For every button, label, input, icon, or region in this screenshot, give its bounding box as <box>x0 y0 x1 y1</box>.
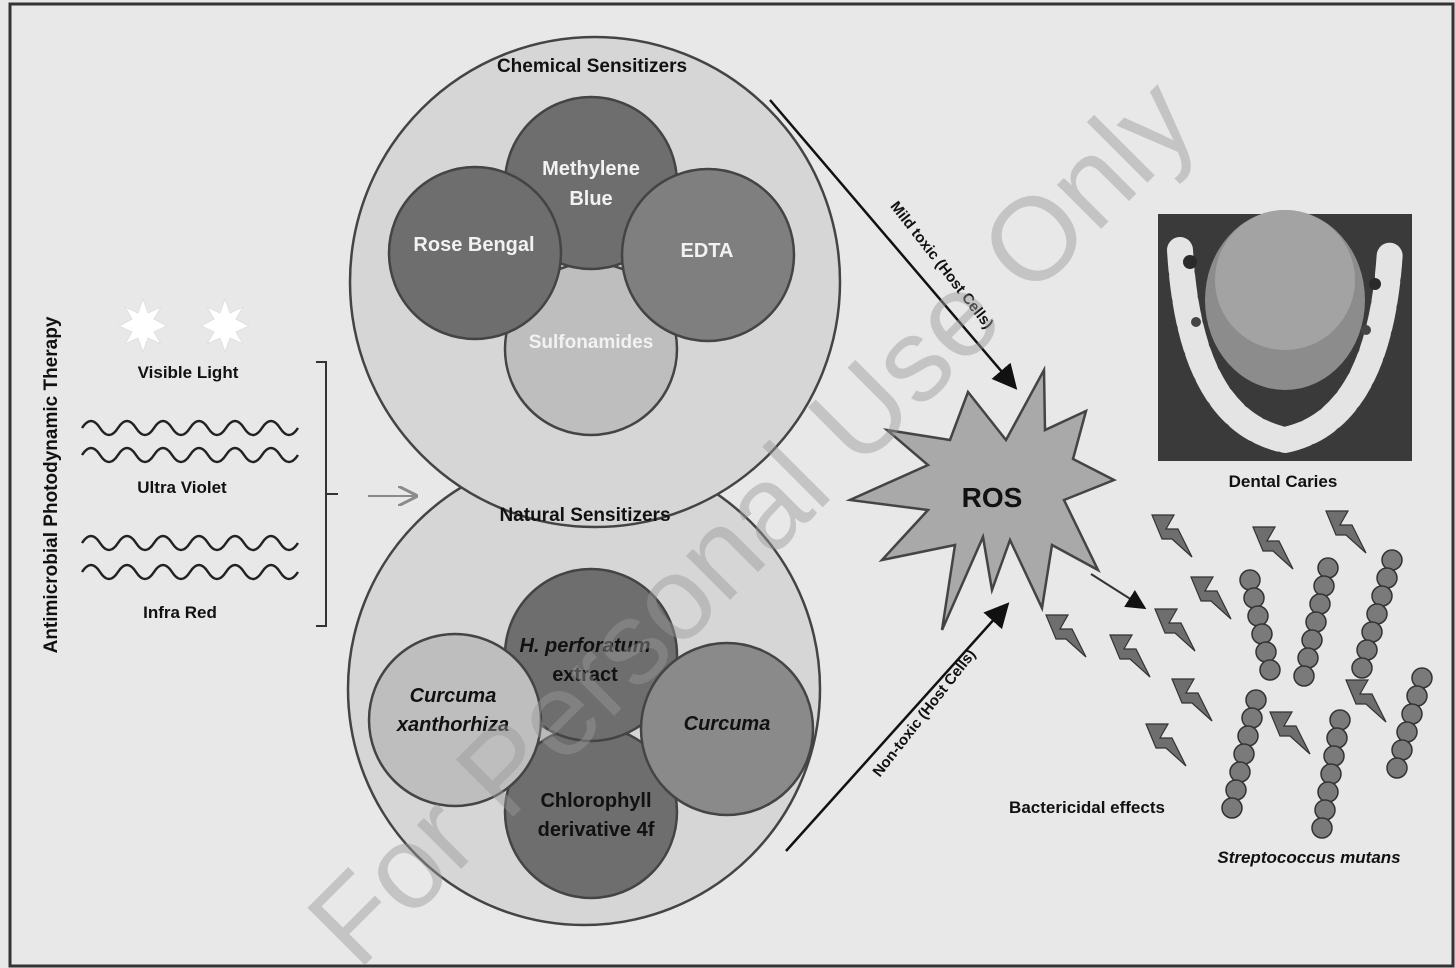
bactericidal-label: Bactericidal effects <box>1009 798 1165 817</box>
infrared-wave-icon <box>80 534 300 581</box>
ultraviolet-label: Ultra Violet <box>137 478 227 497</box>
bacterium-cell <box>1376 567 1398 589</box>
bacterium-cell <box>1366 603 1388 625</box>
methylene-blue-label-line1: Methylene <box>542 158 640 180</box>
methylene-blue-label-line2: Blue <box>569 188 612 210</box>
streptococcus-chains <box>1221 549 1433 839</box>
bacterium-cell <box>1320 763 1342 785</box>
bacterium-cell <box>1297 647 1319 669</box>
bacterium-cell <box>1243 587 1265 609</box>
bacterium-cell <box>1245 689 1267 711</box>
bacterium-cell <box>1396 721 1418 743</box>
bacterium-cell <box>1391 739 1413 761</box>
bacterium-cell <box>1351 657 1373 679</box>
bacterium-cell <box>1301 629 1323 651</box>
bacterium-cell <box>1356 639 1378 661</box>
natural-sensitizers-title: Natural Sensitizers <box>499 505 670 526</box>
dental-caries-label: Dental Caries <box>1229 472 1338 491</box>
curcuma-circle <box>639 641 815 817</box>
bacterium-cell <box>1317 781 1339 803</box>
bacterium-cell <box>1401 703 1423 725</box>
edta-circle <box>620 167 796 343</box>
h-perforatum-label-line2: extract <box>552 664 618 686</box>
bacterium-cell <box>1255 641 1277 663</box>
bacterium-cell <box>1293 665 1315 687</box>
bacterium-cell <box>1241 707 1263 729</box>
rose-bengal-label: Rose Bengal <box>413 234 534 256</box>
bactericidal-arrow <box>1090 573 1147 610</box>
chemical-sensitizers-title: Chemical Sensitizers <box>497 56 687 77</box>
bacterium-cell <box>1225 779 1247 801</box>
ros-burst <box>845 365 1118 631</box>
visible-light-icon <box>117 297 251 354</box>
chlorophyll-label-line2: derivative 4f <box>538 819 655 841</box>
bacterium-cell <box>1326 727 1348 749</box>
curcuma-xanthorhiza-label-line2: xanthorhiza <box>396 714 509 736</box>
infrared-label: Infra Red <box>143 603 217 622</box>
bacterium-cell <box>1251 623 1273 645</box>
bacterium-cell <box>1313 575 1335 597</box>
bacterium-cell <box>1371 585 1393 607</box>
bacterium-cell <box>1229 761 1251 783</box>
sulfonamides-label: Sulfonamides <box>529 332 654 353</box>
light-source-bracket <box>316 361 338 627</box>
curcuma-xanthorhiza-circle <box>367 632 543 808</box>
bacterium-cell <box>1237 725 1259 747</box>
bacterium-cell <box>1305 611 1327 633</box>
bacterium-cell <box>1317 557 1339 579</box>
bacterium-cell <box>1233 743 1255 765</box>
side-title: Antimicrobial Photodynamic Therapy <box>41 316 62 653</box>
bacterium-cell <box>1259 659 1281 681</box>
non-toxic-arrow <box>785 602 1010 852</box>
bacterium-cell <box>1323 745 1345 767</box>
bacterium-cell <box>1221 797 1243 819</box>
edta-label: EDTA <box>681 240 734 262</box>
curcuma-xanthorhiza-label-line1: Curcuma <box>410 685 497 707</box>
ultraviolet-wave-icon <box>80 419 300 464</box>
rose-bengal-circle <box>387 165 563 341</box>
visible-light-label: Visible Light <box>138 363 239 382</box>
curcuma-label: Curcuma <box>684 713 771 735</box>
bacterium-cell <box>1381 549 1403 571</box>
bacterium-cell <box>1329 709 1351 731</box>
bacterium-cell <box>1386 757 1408 779</box>
dental-caries-photo <box>1158 210 1412 461</box>
h-perforatum-label-line1: H. perforatum <box>519 635 650 657</box>
bacterium-cell <box>1361 621 1383 643</box>
chlorophyll-label-line1: Chlorophyll <box>540 790 651 812</box>
bacterium-cell <box>1309 593 1331 615</box>
bacteria-label: Streptococcus mutans <box>1217 848 1400 867</box>
ros-label: ROS <box>962 482 1023 513</box>
bacterium-cell <box>1406 685 1428 707</box>
bacterium-cell <box>1311 817 1333 839</box>
mild-toxic-arrow <box>769 99 1018 390</box>
bacterium-cell <box>1411 667 1433 689</box>
bacterium-cell <box>1239 569 1261 591</box>
bacterium-cell <box>1247 605 1269 627</box>
bacterium-cell <box>1314 799 1336 821</box>
